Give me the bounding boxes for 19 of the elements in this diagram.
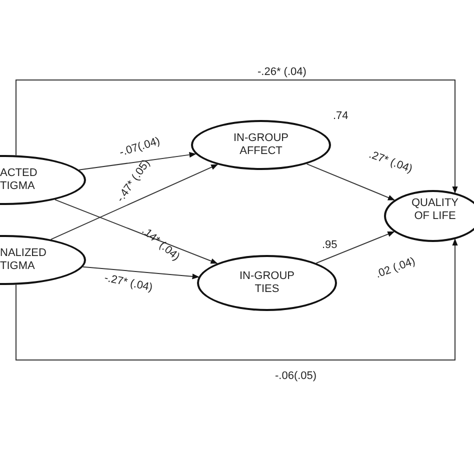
variance-value: .95 <box>322 239 338 251</box>
arrow <box>54 199 218 264</box>
node-label: QUALITY OF LIFE <box>410 197 460 223</box>
variance-value: .74 <box>333 110 348 122</box>
arrow <box>306 163 395 201</box>
edge-label: -.07(.04) <box>118 135 162 159</box>
ellipse <box>384 190 474 242</box>
edge-label: .27* (.04) <box>366 148 414 176</box>
edge-label: -.26* (.04) <box>258 66 306 78</box>
edge-label: .02 (.04) <box>374 255 416 281</box>
edge-label: -.27* (.04) <box>102 272 154 294</box>
node-label: IN-GROUP TIES <box>238 270 296 296</box>
node-label: NALIZED TIGMA <box>0 247 48 273</box>
edge-label: -.06(.05) <box>275 370 317 382</box>
node-label: ACTED TIGMA <box>0 167 38 193</box>
arrow <box>50 164 218 240</box>
arrow <box>316 231 395 264</box>
node-label: IN-GROUP AFFECT <box>232 132 290 158</box>
arrow <box>78 152 196 170</box>
